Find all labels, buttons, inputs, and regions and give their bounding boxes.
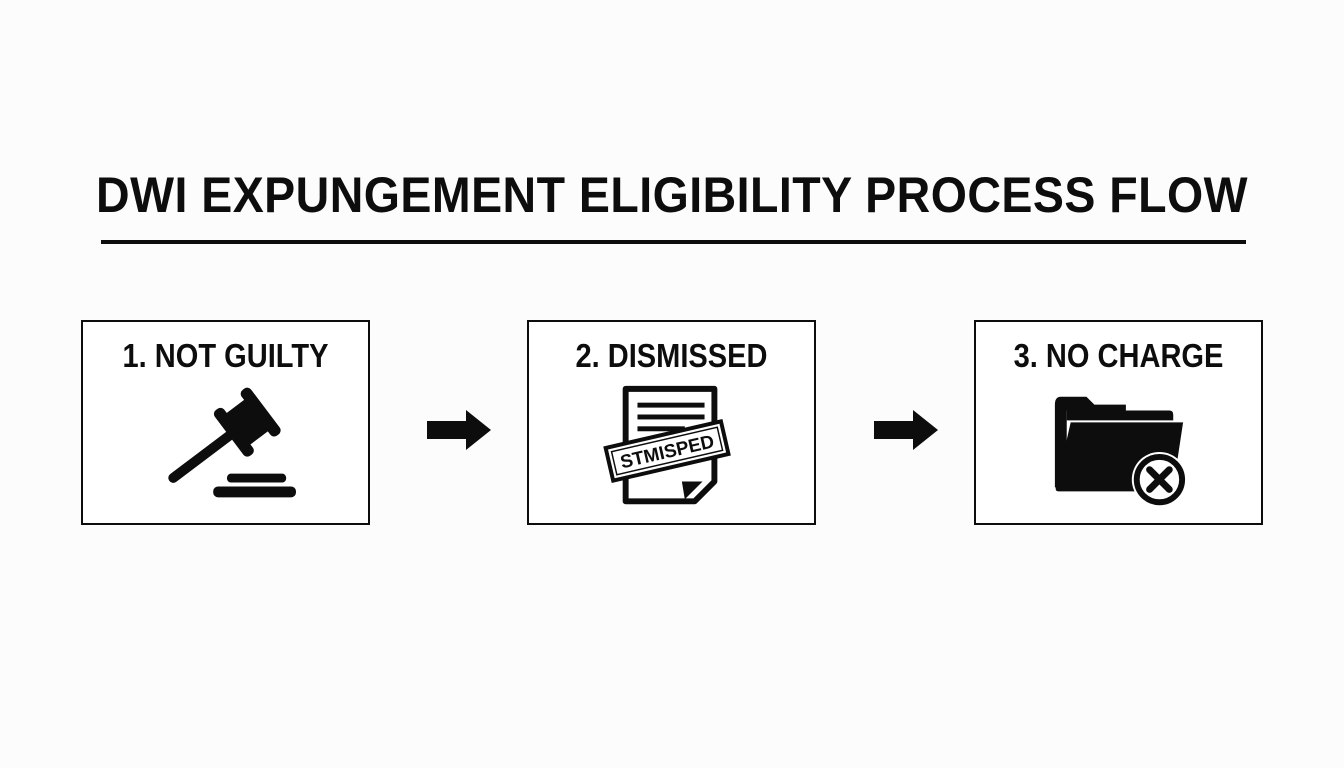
step-not-guilty: 1. NOT GUILTY [81,320,370,525]
title-underline [101,240,1246,244]
step-label: 3. NO CHARGE [1013,337,1224,374]
step-no-charge: 3. NO CHARGE [974,320,1263,525]
gavel-icon [168,387,297,498]
step-dismissed: 2. DISMISSED STMISPED [527,320,816,525]
page-title: DWI EXPUNGEMENT ELIGIBILITY PROCESS FLOW [96,167,1248,223]
right-arrow-icon [427,410,491,450]
step-label: 2. DISMISSED [575,337,768,374]
dismissed-document-icon: STMISPED [603,385,731,505]
right-arrow-icon [874,410,938,450]
step-label: 1. NOT GUILTY [122,337,329,374]
folder-x-icon [1054,396,1188,508]
